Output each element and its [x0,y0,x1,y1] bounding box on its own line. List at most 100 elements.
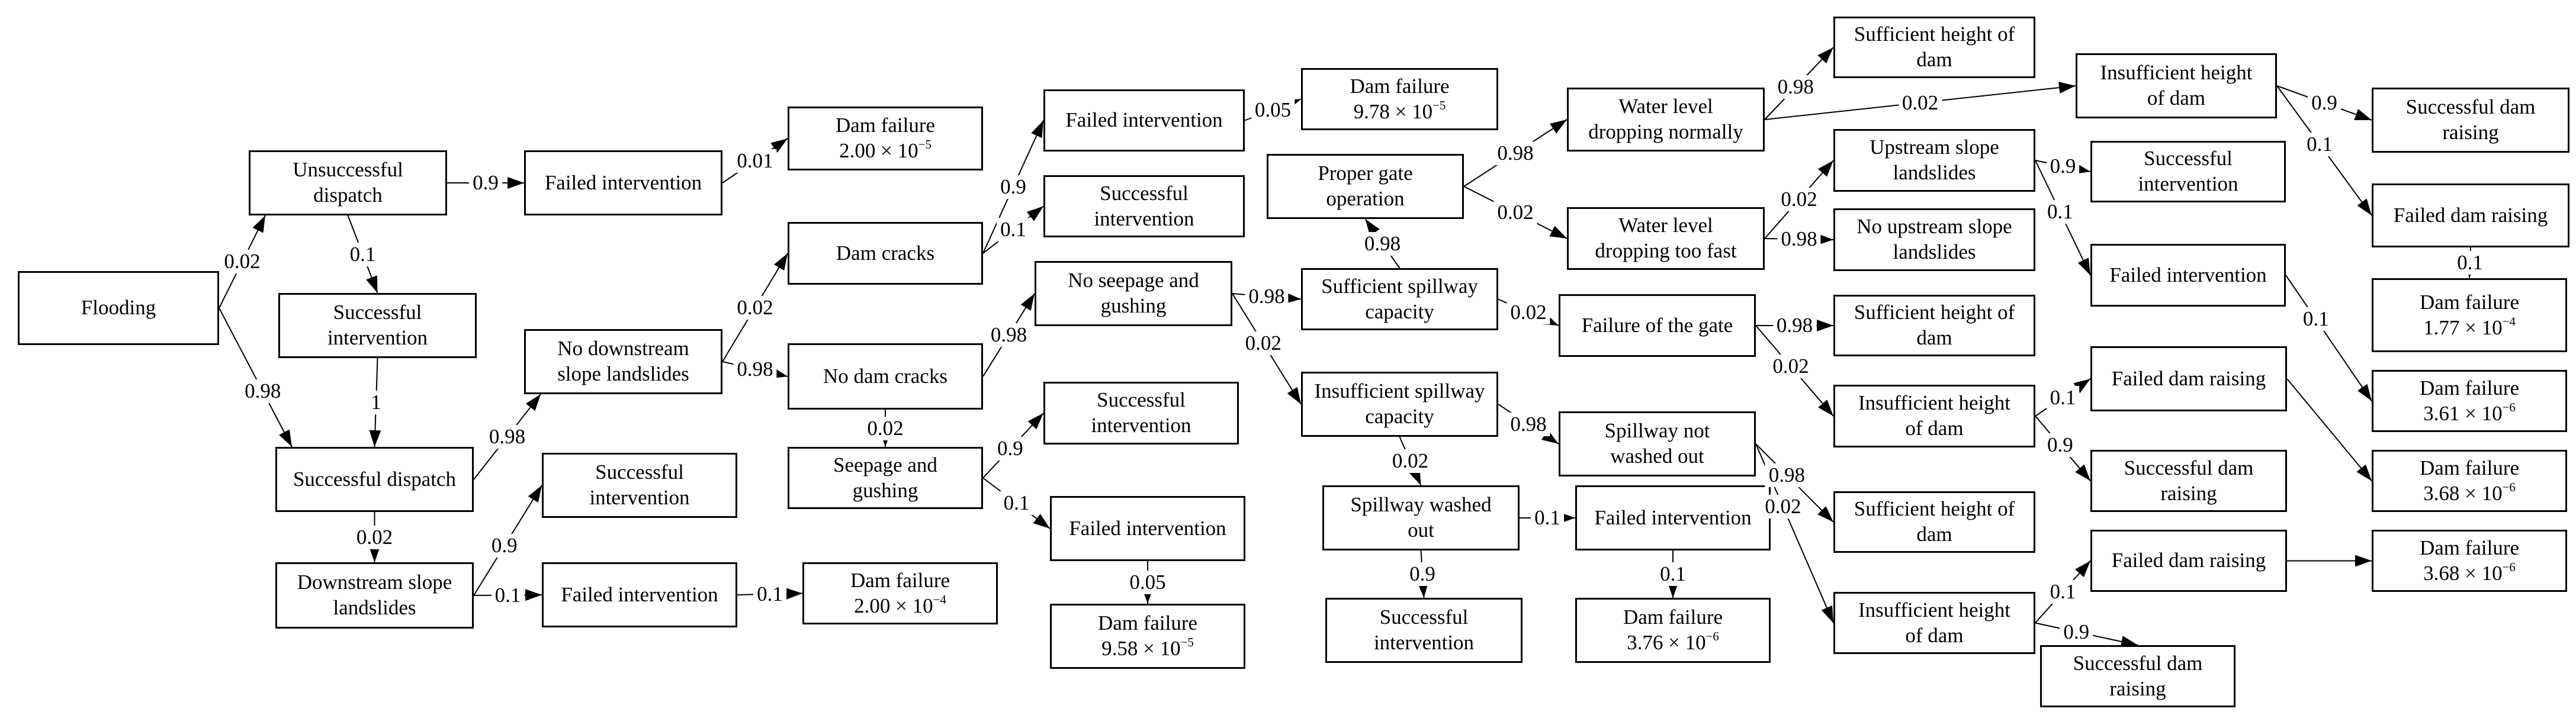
sufficient-spillway-capacity-label-1: capacity [1365,299,1434,323]
edge-label-insufficient-height-of-dam-1-to-successful-dam-raising-1: 0.9 [2308,91,2341,115]
arrowhead-sufficient-height-of-dam-3 [1817,506,1833,522]
edge-label-failed-intervention-d-to-dam-failure-9.58e-5: 0.05 [1126,571,1170,594]
insufficient-height-of-dam-3-label-1: of dam [1905,623,1964,647]
failed-intervention-d-label-0: Failed intervention [1069,516,1226,540]
successful-intervention-c-label-0: Successful [1100,181,1189,205]
edge-label-failure-of-the-gate-to-sufficient-height-of-dam-2: 0.98 [1772,314,1817,337]
failed-dam-raising-2: Failed dam raising [2090,346,2287,411]
dam-failure-3.61e-6-label-0: Dam failure [2419,376,2520,400]
edge-label-flooding-to-unsuccessful-dispatch: 0.02 [220,250,264,274]
sufficient-height-of-dam-1-label-1: dam [1916,48,1952,71]
edge-label-insufficient-height-of-dam-2-to-failed-dam-raising-2: 0.1 [2046,385,2080,410]
arrowhead-successful-intervention-c [1026,206,1043,221]
failed-intervention-c: Failed intervention [1043,89,1245,152]
failed-intervention-c-label-0: Failed intervention [1065,108,1223,132]
arrowhead-successful-dam-raising-3 [2120,636,2138,648]
arrowhead-failed-intervention-e [2077,257,2090,275]
failed-intervention-g: Failed intervention [1575,485,1771,550]
successful-dispatch: Successful dispatch [275,447,474,512]
arrowhead-failed-intervention-b [525,589,542,601]
edge-label-water-level-dropping-normally-to-sufficient-height-of-dam-1: 0.98 [1774,75,1817,99]
dam-failure-3.68e-6-a-value: 3.68 × 10−6 [2423,479,2516,505]
arrowhead-insufficient-height-of-dam-1 [2058,82,2076,94]
failed-intervention-a: Failed intervention [524,150,722,215]
failed-dam-raising-1-label-0: Failed dam raising [2393,203,2548,227]
arrowhead-insufficient-height-of-dam-3 [1821,605,1833,623]
spillway-washed-out-label-0: Spillway washed [1350,493,1492,517]
edge-label-insufficient-height-of-dam-3-to-failed-dam-raising-3: 0.1 [2046,580,2080,604]
dam-failure-9.58e-5-value: 9.58 × 10−5 [1101,635,1194,660]
failed-intervention-e-label-0: Failed intervention [2109,263,2267,286]
edge-label-unsuccessful-dispatch-to-failed-intervention-a: 0.9 [469,171,502,195]
successful-dam-raising-2-label-1: raising [2160,481,2217,505]
no-dam-cracks-label-0: No dam cracks [823,364,947,388]
sufficient-height-of-dam-2-label-1: dam [1916,326,1952,349]
spillway-not-washed-out-label-0: Spillway not [1604,419,1710,443]
arrowhead-dam-failure-3.68e-6-a [2356,464,2372,481]
edge-label-no-seepage-and-gushing-to-sufficient-spillway-capacity: 0.98 [1245,284,1289,308]
edge-label-failed-intervention-g-to-dam-failure-3.76e-6: 0.1 [1656,562,1690,586]
insufficient-spillway-capacity-label-1: capacity [1365,405,1434,428]
sufficient-height-of-dam-3-label-0: Sufficient height of [1854,497,2015,521]
dam-failure-9.58e-5-label-0: Dam failure [1097,611,1198,635]
edge-label-failed-intervention-b-to-dam-failure-2e-4: 0.1 [753,582,786,606]
seepage-and-gushing-label-1: gushing [852,478,918,502]
failed-dam-raising-1: Failed dam raising [2372,183,2569,247]
edge-label-no-seepage-and-gushing-to-insufficient-spillway-capacity: 0.02 [1241,331,1285,356]
failed-intervention-a-label-0: Failed intervention [544,170,702,194]
successful-intervention-d-label-0: Successful [1097,388,1186,412]
edge-label-flooding-to-successful-dispatch: 0.98 [241,379,285,404]
failed-intervention-e: Failed intervention [2090,244,2286,307]
edge-label-sufficient-spillway-capacity-to-proper-gate-operation: 0.98 [1360,231,1405,256]
edge-label-no-downstream-slope-landslides-to-dam-cracks: 0.02 [733,295,777,320]
successful-intervention-b-label-1: intervention [589,486,690,509]
arrowhead-sufficient-height-of-dam-1 [1817,47,1833,64]
arrowhead-dam-cracks [774,253,788,271]
dam-failure-2e-4-label-0: Dam failure [850,568,950,592]
arrowhead-upstream-slope-landslides [1818,160,1833,177]
failure-of-the-gate-label-0: Failure of the gate [1581,313,1733,337]
arrowhead-successful-dam-raising-2 [2075,464,2090,481]
edge-label-no-downstream-slope-landslides-to-no-dam-cracks: 0.98 [733,357,777,381]
dam-failure-9.78e-5-label-0: Dam failure [1350,74,1450,98]
no-dam-cracks: No dam cracks [788,343,983,410]
arrowhead-unsuccessful-dispatch [252,215,265,233]
insufficient-spillway-capacity-label-0: Insufficient spillway [1314,379,1485,403]
edge-failed-dam-raising-3-to-dam-failure-3.68e-6-b [2287,555,2372,567]
dam-failure-2e-4-exponent: −4 [933,592,946,607]
arrowhead-no-seepage-and-gushing [1020,294,1035,311]
dam-failure-3.68e-6-b-exponent: −6 [2502,559,2516,574]
dam-failure-3.76e-6-exponent: −6 [1705,629,1719,644]
insufficient-height-of-dam-2-label-0: Insufficient height [1858,391,2010,415]
successful-dam-raising-3-label-1: raising [2109,677,2166,700]
edge-label-insufficient-spillway-capacity-to-spillway-washed-out: 0.02 [1388,449,1432,473]
dam-failure-2e-5-label-0: Dam failure [835,114,936,137]
failed-intervention-b: Failed intervention [542,562,737,627]
unsuccessful-dispatch-label-0: Unsuccessful [293,158,403,182]
successful-intervention-f-label-1: intervention [1373,631,1475,654]
arrowhead-dam-failure-3.68e-6-b [2355,555,2372,567]
dam-failure-3.76e-6-value: 3.76 × 10−6 [1627,629,1719,654]
edge-label-seepage-and-gushing-to-successful-intervention-d: 0.9 [994,437,1027,461]
successful-dam-raising-1-label-0: Successful dam [2405,95,2536,119]
edge-label-successful-dispatch-to-no-downstream-slope-landslides: 0.98 [485,425,529,449]
